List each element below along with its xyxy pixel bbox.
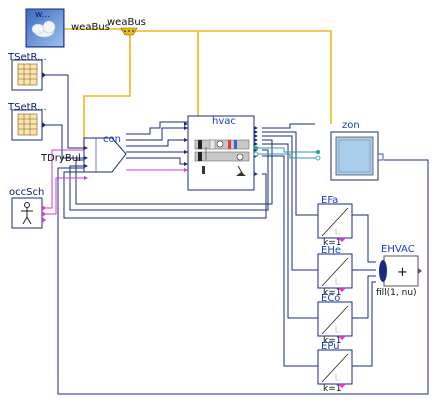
occupancy-block[interactable]: occSch	[9, 187, 46, 229]
sum-input-port	[379, 260, 387, 282]
controller-port-label: TDryBul	[40, 153, 81, 164]
weather-label: w...	[35, 10, 50, 20]
tset-label-2: TSetR...	[7, 102, 47, 113]
occupancy-lines	[44, 149, 186, 215]
integrator-efan[interactable]: EFa k=1	[317, 195, 353, 248]
sum-label: EHVAC	[381, 244, 415, 255]
weabus-connector-label: weaBus	[107, 17, 146, 28]
hvac-output-ports	[254, 126, 258, 176]
controller-block[interactable]: con TDryBul	[40, 134, 127, 180]
table-icon	[17, 113, 38, 136]
connections	[43, 28, 429, 395]
hvac-fluid-ports	[253, 146, 259, 157]
weather-block[interactable]: w...	[25, 8, 65, 48]
signal-lines	[43, 74, 429, 395]
integrator-label: ECo	[321, 293, 340, 304]
integrator-k: k=1	[323, 238, 341, 248]
integrator-epum[interactable]: EPu k=1	[317, 341, 353, 394]
integrator-ehea[interactable]: EHe k=1	[317, 245, 353, 298]
integrator-k: k=1	[323, 288, 341, 298]
integrator-label: EHe	[321, 245, 341, 256]
tset-block-1[interactable]: TSetR...	[7, 52, 47, 91]
tset-block-2[interactable]: TSetR...	[7, 102, 47, 141]
sum-block-ehvac[interactable]: + EHVAC fill(1, nu)	[376, 244, 422, 298]
hvac-label: hvac	[212, 116, 236, 127]
integrator-k: k=1	[323, 336, 341, 346]
person-icon	[21, 202, 33, 225]
table-icon	[17, 63, 38, 86]
cloud-icon	[31, 20, 56, 38]
integrator-ecoo[interactable]: ECo k=1	[317, 293, 353, 346]
weabus-line-label: weaBus	[71, 22, 110, 33]
zone-label: zon	[342, 120, 360, 131]
weabus-connector-icon[interactable]	[120, 27, 138, 36]
integrator-k: k=1	[323, 384, 341, 394]
hvac-schematic-icon	[194, 139, 250, 177]
fluid-lines	[254, 147, 318, 159]
sum-symbol: +	[397, 265, 408, 280]
zone-ports	[315, 150, 384, 161]
integrator-label: EPu	[321, 341, 340, 352]
controller-label: con	[103, 134, 121, 145]
controller-input-ports	[84, 146, 88, 180]
tset-label-1: TSetR...	[7, 52, 47, 63]
hvac-block[interactable]: hvac	[184, 115, 259, 191]
zone-block[interactable]: zon	[315, 120, 384, 181]
hvac-input-ports	[184, 122, 188, 172]
sum-fill-label: fill(1, nu)	[376, 288, 417, 298]
integrator-label: EFa	[321, 195, 338, 206]
occupancy-label: occSch	[9, 187, 44, 198]
